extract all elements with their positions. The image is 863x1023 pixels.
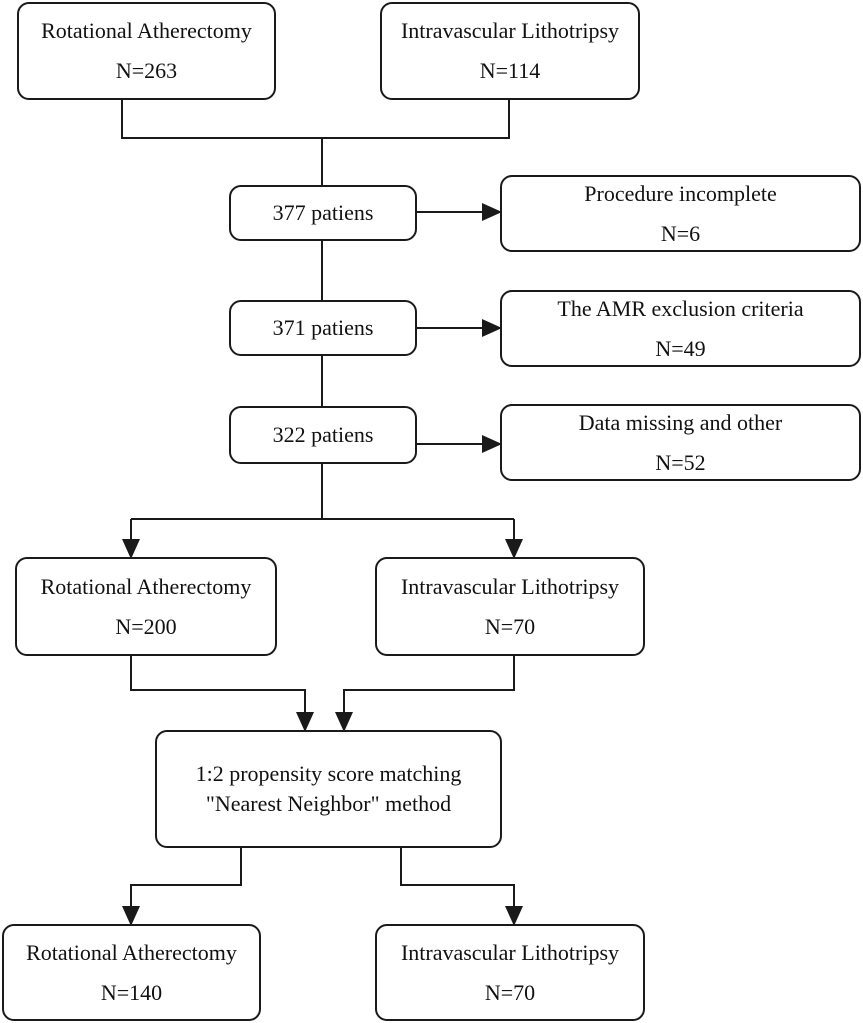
excl-missing-label: Data missing and other (578, 409, 783, 435)
ivl-initial-box: Intravascular Lithotripsy N=114 (380, 2, 640, 100)
psm-line1: 1:2 propensity score matching (195, 761, 462, 786)
ra-matched-count: N=140 (100, 979, 163, 1005)
ivl-initial-count: N=114 (479, 58, 541, 83)
ra-eligible-box: Rotational Atherectomy N=200 (15, 557, 277, 656)
ra-eligible-label: Rotational Atherectomy (40, 573, 252, 599)
ivl-initial-label: Intravascular Lithotripsy (400, 18, 620, 43)
ra-eligible-count: N=200 (115, 613, 177, 639)
ivl-eligible-box: Intravascular Lithotripsy N=70 (375, 557, 645, 656)
excl-incomplete-label: Procedure incomplete (584, 180, 777, 206)
ivl-matched-label: Intravascular Lithotripsy (400, 939, 620, 965)
excl-incomplete-count: N=6 (660, 220, 701, 246)
psm-box: 1:2 propensity score matching "Nearest N… (155, 730, 502, 848)
ra-matched-box: Rotational Atherectomy N=140 (2, 924, 261, 1021)
ivl-matched-count: N=70 (484, 979, 536, 1005)
ra-matched-label: Rotational Atherectomy (26, 939, 237, 965)
ra-initial-count: N=263 (115, 58, 178, 83)
excl-amr-count: N=49 (655, 335, 706, 361)
pool-371-box: 371 patiens (229, 300, 417, 356)
merge-initial-connector (121, 100, 510, 139)
excl-missing-count: N=52 (655, 449, 706, 475)
ivl-eligible-to-psm (335, 656, 515, 732)
ivl-eligible-count: N=70 (484, 613, 536, 639)
excl-missing-box: Data missing and other N=52 (500, 404, 861, 481)
psm-to-ra-matched (122, 848, 242, 926)
pool-322-label: 322 patiens (272, 422, 374, 447)
pool-377-box: 377 patiens (229, 185, 417, 241)
pool-377-label: 377 patiens (272, 200, 374, 225)
pool-371-label: 371 patiens (272, 315, 374, 340)
ra-eligible-to-psm (130, 656, 314, 732)
excl-amr-box: The AMR exclusion criteria N=49 (500, 290, 861, 367)
ra-initial-box: Rotational Atherectomy N=263 (17, 2, 276, 100)
psm-to-ivl-matched (400, 848, 523, 926)
pool-322-box: 322 patiens (229, 406, 417, 464)
excl-incomplete-box: Procedure incomplete N=6 (500, 175, 861, 252)
ivl-matched-box: Intravascular Lithotripsy N=70 (375, 924, 645, 1021)
psm-line2: "Nearest Neighbor" method (205, 791, 452, 816)
excl-amr-label: The AMR exclusion criteria (557, 295, 804, 321)
ivl-eligible-label: Intravascular Lithotripsy (400, 573, 620, 599)
ra-initial-label: Rotational Atherectomy (41, 18, 252, 43)
